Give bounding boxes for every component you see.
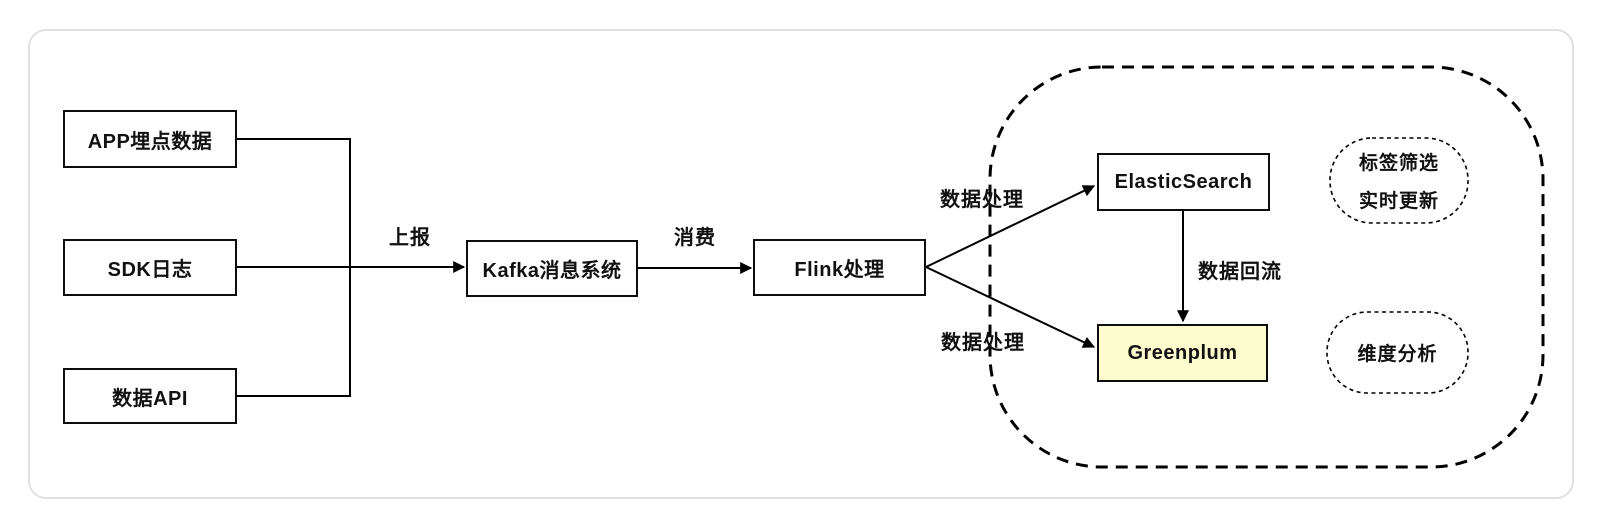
node-app-tracking-data: APP埋点数据 xyxy=(63,110,237,168)
tag-filter-label: 标签筛选 实时更新 xyxy=(1330,138,1468,223)
node-flink: Flink处理 xyxy=(753,239,926,296)
dimension-analysis-label: 维度分析 xyxy=(1327,312,1468,393)
edge-label-backflow: 数据回流 xyxy=(1198,261,1282,283)
edge-label-consume: 消费 xyxy=(674,227,716,249)
node-sdk-logs: SDK日志 xyxy=(63,239,237,296)
node-elasticsearch: ElasticSearch xyxy=(1097,153,1270,211)
tag-filter-line1: 标签筛选 xyxy=(1358,153,1439,175)
dimension-analysis-text: 维度分析 xyxy=(1357,344,1438,365)
edge-label-report: 上报 xyxy=(389,227,431,249)
node-kafka: Kafka消息系统 xyxy=(466,240,638,297)
node-data-api: 数据API xyxy=(63,368,237,424)
edge-label-process-top: 数据处理 xyxy=(940,189,1024,211)
tag-filter-line2: 实时更新 xyxy=(1358,190,1439,212)
edge-label-process-bottom: 数据处理 xyxy=(941,332,1025,354)
node-greenplum: Greenplum xyxy=(1097,324,1268,382)
